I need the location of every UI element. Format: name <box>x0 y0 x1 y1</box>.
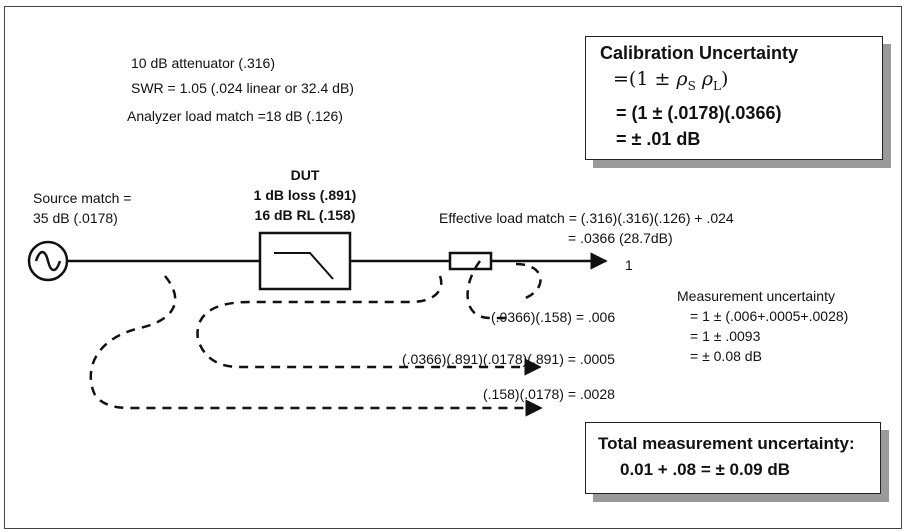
reflection-path-1 <box>466 260 508 320</box>
calibration-box: Calibration Uncertainty =(1 ± ρS ρL) = (… <box>585 36 883 160</box>
measurement-line3: = ± 0.08 dB <box>690 348 762 364</box>
swr-label: SWR = 1.05 (.024 linear or 32.4 dB) <box>131 80 354 96</box>
dut-loss: 1 dB loss (.891) <box>253 187 357 203</box>
reflection-path-2 <box>196 275 542 376</box>
lowpass-filter-icon <box>274 252 334 280</box>
path-label-1: (.0366)(.158) = .006 <box>491 309 616 325</box>
total-box: Total measurement uncertainty: 0.01 + .0… <box>585 422 881 494</box>
effective-load-match-value: = .0366 (28.7dB) <box>568 230 673 246</box>
attenuator-label: 10 dB attenuator (.316) <box>131 55 275 71</box>
calibration-line2: = (1 ± (.0178)(.0366) <box>616 103 782 123</box>
attenuator-icon <box>448 251 493 271</box>
path-label-2: (.0366)(.891)(.0178)(.891) = .0005 <box>402 351 615 367</box>
subscript-l: L <box>713 78 722 93</box>
diagram-frame <box>4 6 902 529</box>
measurement-line2: = 1 ± .0093 <box>690 328 761 344</box>
source-match-value: 35 dB (.0178) <box>33 210 118 226</box>
sine-wave-icon <box>34 250 62 272</box>
dut-title: DUT <box>290 167 320 183</box>
calibration-title: Calibration Uncertainty <box>600 43 799 63</box>
dut-return-loss: 16 dB RL (.158) <box>254 207 356 223</box>
total-value: 0.01 + .08 = ± 0.09 dB <box>620 460 790 479</box>
dut-box <box>258 231 352 291</box>
rho-symbol: ρ <box>676 68 688 90</box>
formula-suffix: ) <box>721 68 729 90</box>
output-label: 1 <box>625 257 633 273</box>
rho-symbol: ρ <box>701 68 714 90</box>
path-label-3: (.158)(.0178) = .0028 <box>483 386 615 402</box>
total-title: Total measurement uncertainty: <box>598 434 855 453</box>
formula-prefix: =(1 ± <box>613 68 677 90</box>
subscript-s: S <box>687 78 696 93</box>
analyzer-match-label: Analyzer load match =18 dB (.126) <box>127 108 343 124</box>
reflection-path-3 <box>89 275 543 417</box>
measurement-line1: = 1 ± (.006+.0005+.0028) <box>690 308 849 324</box>
source-match-label: Source match = <box>33 190 132 206</box>
calibration-formula: =(1 ± ρS ρL) <box>613 68 729 95</box>
calibration-line3: = ± .01 dB <box>616 129 701 149</box>
effective-load-match: Effective load match = (.316)(.316)(.126… <box>439 210 734 226</box>
measurement-title: Measurement uncertainty <box>677 288 835 304</box>
reflection-path-1-top <box>515 262 542 302</box>
